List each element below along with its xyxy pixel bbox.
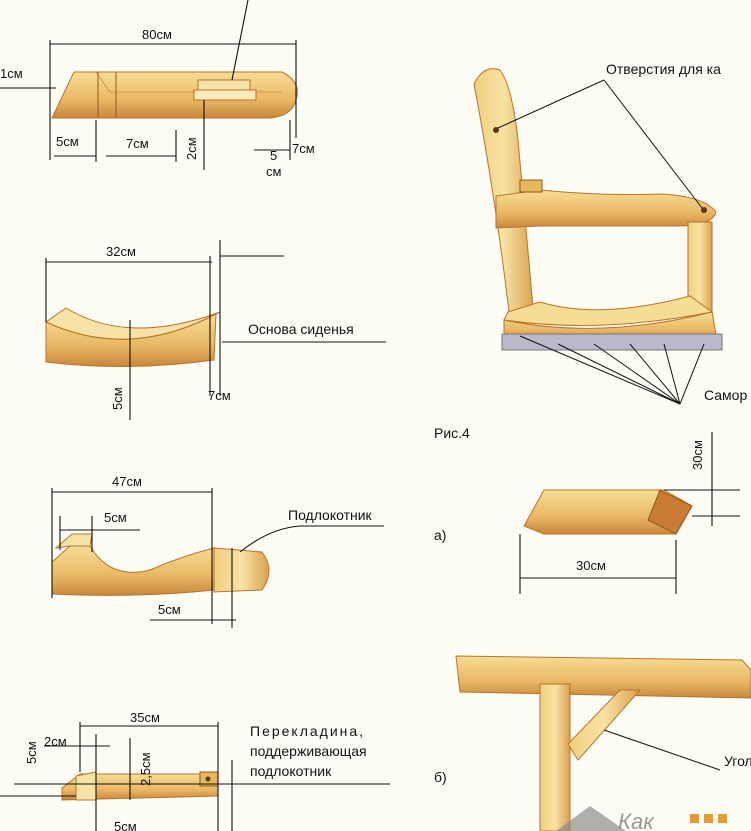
figure-label: Рис.4 bbox=[434, 425, 470, 441]
top-w3-label: 5 bbox=[270, 148, 277, 163]
block-height-label: 30см bbox=[690, 440, 705, 470]
armrest-length-label: 47см bbox=[112, 474, 142, 489]
armrest-bottom-label: 5см bbox=[158, 602, 181, 617]
corner-b: Угол б) bbox=[434, 655, 751, 831]
seat-height-label: 5см bbox=[110, 387, 125, 410]
crossbar-bottom-label: 5см bbox=[114, 819, 137, 831]
top-w4-label: 7см bbox=[292, 141, 315, 156]
top-w1-label: 5см bbox=[56, 134, 79, 149]
seat-label: Основа сиденья bbox=[248, 321, 354, 337]
top-edge-label: 1см bbox=[0, 66, 23, 81]
top-w3-unit: см bbox=[266, 164, 282, 179]
armrest: 47см 5см 5см Подлокотник bbox=[51, 474, 384, 628]
crossbar-h1-label: 5см bbox=[24, 741, 39, 764]
top-h-label: 2см bbox=[184, 137, 199, 160]
top-part: 80см 1см 5см 7см 2см 5 см 7см bbox=[0, 0, 315, 179]
screws-label: Самор bbox=[704, 387, 747, 403]
top-length-label: 80см bbox=[142, 27, 172, 42]
sub-b-label: б) bbox=[434, 769, 447, 785]
crossbar-h2-label: 2,5см bbox=[138, 752, 153, 786]
crossbar-w1-label: 2см bbox=[44, 734, 67, 749]
top-w2-label: 7см bbox=[126, 136, 149, 151]
crossbar-length-label: 35см bbox=[130, 710, 160, 725]
crossbar-label-2: поддерживающая bbox=[250, 743, 367, 759]
block-width-label: 30см bbox=[576, 558, 606, 573]
sub-a-label: а) bbox=[434, 527, 446, 543]
armrest-notch-label: 5см bbox=[104, 510, 127, 525]
crossbar: 35см 2см 5см 2,5см 5см Перекладина, подд… bbox=[0, 710, 390, 831]
seat-width-label: 7см bbox=[208, 388, 231, 403]
watermark: Как bbox=[556, 806, 727, 831]
holes-label: Отверстия для ка bbox=[606, 61, 721, 77]
crossbar-label-3: подлокотник bbox=[250, 763, 332, 779]
seat-base: 32см 5см 7см Основа сиденья bbox=[45, 240, 386, 420]
seat-length-label: 32см bbox=[106, 244, 136, 259]
armrest-label: Подлокотник bbox=[288, 507, 373, 523]
chair-assembly: Отверстия для ка Самор bbox=[473, 61, 747, 405]
corner-label: Угол bbox=[724, 753, 751, 769]
crossbar-label-1: Перекладина, bbox=[250, 723, 365, 739]
block-a: 30см 30см а) bbox=[434, 432, 740, 594]
watermark-text: Как bbox=[618, 809, 655, 831]
